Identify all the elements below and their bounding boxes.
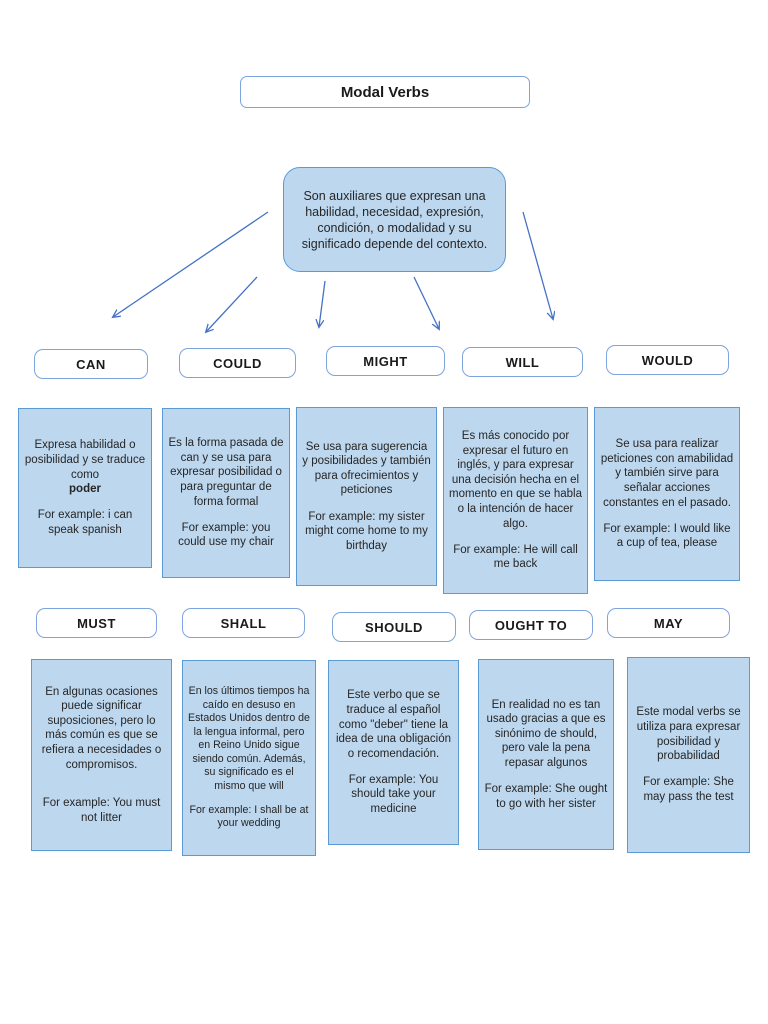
desc-card-should: Este verbo que se traduce al español com…	[328, 660, 459, 845]
desc-card-ought-to: En realidad no es tan usado gracias a qu…	[478, 659, 614, 850]
arrow-to-could	[206, 276, 258, 332]
card-text: Este modal verbs se utiliza para expresa…	[636, 706, 741, 763]
card-example: For example: She may pass the test	[643, 776, 734, 803]
definition-box: Son auxiliares que expresan una habilida…	[283, 167, 506, 272]
card-text: En realidad no es tan usado gracias a qu…	[486, 698, 606, 770]
card-text: En los últimos tiempos ha caído en desus…	[188, 685, 310, 792]
verb-label-would: WOULD	[606, 345, 729, 375]
verb-label-might: MIGHT	[326, 346, 445, 376]
card-example: For example: i can speak spanish	[37, 509, 133, 536]
arrow-to-would	[522, 211, 553, 319]
card-text: Expresa habilidad o posibilidad y se tra…	[24, 439, 146, 496]
card-text: Es la forma pasada de can y se usa para …	[168, 437, 284, 508]
desc-card-might: Se usa para sugerencia y posibilidades y…	[296, 407, 437, 586]
card-example: For example: my sister might come home t…	[305, 510, 428, 552]
verb-label-must: MUST	[36, 608, 157, 638]
card-text: Se usa para realizar peticiones con amab…	[600, 438, 734, 509]
desc-card-will: Es más conocido por expresar el futuro e…	[443, 407, 588, 594]
verb-label-should: SHOULD	[332, 612, 456, 642]
verb-label-may: MAY	[607, 608, 730, 638]
desc-card-can: Expresa habilidad o posibilidad y se tra…	[18, 408, 152, 568]
arrow-to-will	[413, 276, 439, 329]
card-text: En algunas ocasiones puede significar su…	[41, 685, 162, 771]
verb-label-shall: SHALL	[182, 608, 305, 638]
card-example: For example: She ought to go with her si…	[484, 783, 608, 810]
card-example: For example: I shall be at your wedding	[189, 803, 309, 830]
desc-card-must: En algunas ocasiones puede significar su…	[31, 659, 172, 851]
card-example: For example: You should take your medici…	[348, 773, 439, 816]
desc-card-may: Este modal verbs se utiliza para expresa…	[627, 657, 750, 853]
desc-card-could: Es la forma pasada de can y se usa para …	[162, 408, 290, 578]
card-example: For example: you could use my chair	[178, 521, 274, 549]
arrow-to-can	[113, 211, 269, 317]
desc-card-shall: En los últimos tiempos ha caído en desus…	[182, 660, 316, 856]
card-example: For example: He will call me back	[453, 543, 578, 571]
card-text: Es más conocido por expresar el futuro e…	[449, 430, 582, 530]
page-title: Modal Verbs	[240, 76, 530, 108]
card-example: For example: You must not litter	[42, 797, 161, 824]
verb-label-will: WILL	[462, 347, 583, 377]
verb-label-ought-to: OUGHT TO	[469, 610, 593, 640]
verb-label-can: CAN	[34, 349, 148, 379]
arrow-to-might	[319, 280, 326, 327]
card-text: Se usa para sugerencia y posibilidades y…	[302, 440, 431, 497]
desc-card-would: Se usa para realizar peticiones con amab…	[594, 407, 740, 581]
card-example: For example: I would like a cup of tea, …	[603, 522, 731, 550]
verb-label-could: COULD	[179, 348, 296, 378]
card-text: Este verbo que se traduce al español com…	[335, 689, 452, 760]
